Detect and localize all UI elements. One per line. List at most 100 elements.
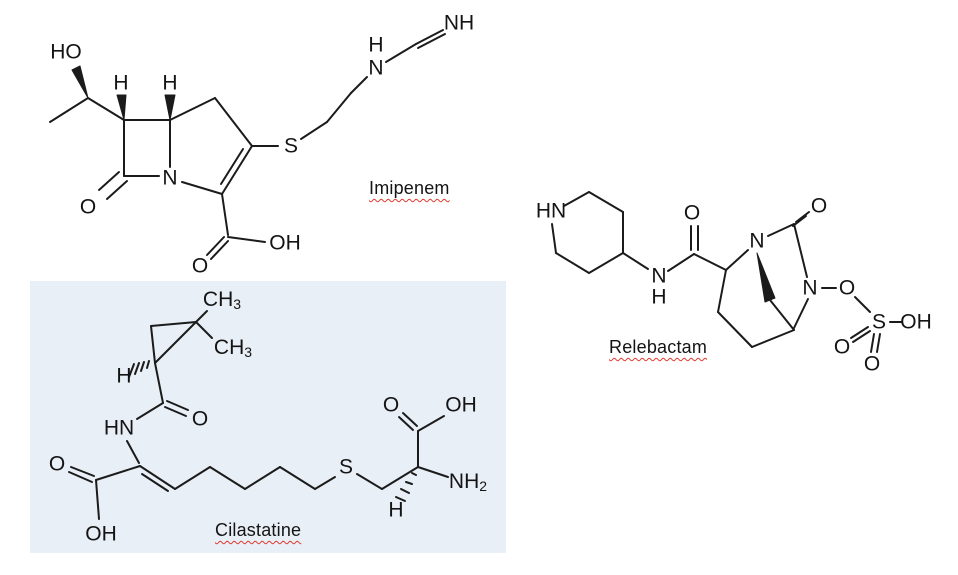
cilastatine-bonds bbox=[68, 310, 449, 520]
bond bbox=[221, 193, 229, 236]
cilastatine-label: Cilastatine bbox=[215, 520, 302, 540]
atom-label: O bbox=[192, 255, 208, 278]
bond bbox=[717, 269, 727, 313]
bond bbox=[220, 148, 244, 185]
bond bbox=[395, 496, 406, 502]
bond bbox=[402, 412, 418, 427]
bond bbox=[792, 215, 807, 227]
atom-label: HO bbox=[50, 41, 82, 64]
bond bbox=[195, 310, 208, 323]
bond bbox=[206, 236, 225, 256]
bond bbox=[244, 466, 281, 490]
bond bbox=[852, 330, 871, 343]
bond bbox=[87, 97, 125, 121]
atom-label: HN bbox=[536, 200, 566, 223]
bond bbox=[128, 363, 135, 378]
bond bbox=[70, 466, 95, 477]
bond bbox=[150, 325, 156, 364]
bond bbox=[795, 211, 810, 223]
bond bbox=[398, 416, 414, 431]
bond bbox=[876, 333, 881, 353]
relebactam-bonds bbox=[551, 191, 903, 353]
stereo-wedge-bond bbox=[164, 94, 176, 121]
stereo-hash-bond bbox=[128, 360, 150, 378]
atom-label: O bbox=[383, 394, 399, 417]
bond bbox=[667, 253, 695, 272]
bond bbox=[141, 473, 169, 492]
bond bbox=[405, 481, 413, 485]
bond bbox=[154, 321, 197, 364]
bond bbox=[767, 223, 795, 237]
atom-label: NH2 bbox=[449, 470, 487, 495]
bond bbox=[95, 479, 100, 520]
bond bbox=[221, 145, 253, 195]
bond bbox=[356, 473, 383, 490]
bond bbox=[415, 29, 444, 45]
bond bbox=[385, 43, 417, 63]
bond bbox=[555, 252, 590, 274]
stereo-wedge-bond bbox=[116, 94, 127, 121]
bond bbox=[210, 240, 229, 260]
imipenem-label: Imipenem bbox=[369, 178, 450, 198]
bond bbox=[326, 92, 352, 123]
bond bbox=[769, 299, 795, 331]
bond bbox=[95, 465, 141, 481]
bond bbox=[717, 311, 753, 348]
bond bbox=[146, 360, 150, 369]
bond bbox=[195, 321, 213, 339]
bond bbox=[417, 33, 446, 49]
bond bbox=[150, 321, 197, 327]
atom-label: H bbox=[113, 72, 128, 95]
bond bbox=[227, 236, 266, 243]
atom-label: HN bbox=[104, 417, 134, 440]
bond bbox=[136, 402, 164, 420]
bond bbox=[563, 191, 590, 207]
atom-label: N bbox=[368, 57, 383, 80]
bond bbox=[411, 472, 417, 476]
bond bbox=[209, 466, 246, 490]
bond bbox=[139, 465, 176, 490]
atom-label: H bbox=[162, 72, 177, 95]
atom-label: OH bbox=[900, 311, 932, 334]
bond bbox=[169, 97, 216, 121]
bond bbox=[725, 249, 749, 271]
bond bbox=[174, 466, 211, 490]
bond bbox=[106, 180, 128, 200]
cilastatine-highlight-box bbox=[30, 281, 506, 553]
bond bbox=[417, 415, 445, 432]
atom-label: N bbox=[651, 265, 666, 288]
bond bbox=[751, 329, 795, 348]
bond bbox=[300, 121, 328, 140]
bond bbox=[693, 253, 727, 271]
bond bbox=[400, 488, 410, 494]
bond bbox=[588, 191, 624, 213]
atom-label: O bbox=[864, 353, 880, 376]
atom-label: S bbox=[339, 456, 353, 479]
atom-label: H bbox=[116, 365, 131, 388]
bond bbox=[793, 298, 809, 329]
relebactam-label: Relebactam bbox=[609, 337, 708, 357]
bond bbox=[381, 466, 419, 490]
bond bbox=[140, 361, 145, 372]
bond bbox=[181, 181, 223, 195]
atom-label: O bbox=[192, 408, 208, 431]
atom-label: O bbox=[80, 196, 96, 219]
atom-label: O bbox=[834, 336, 850, 359]
bond bbox=[793, 223, 808, 278]
atom-label: H bbox=[651, 286, 666, 309]
bond bbox=[350, 76, 368, 94]
atom-label: OH bbox=[269, 232, 301, 255]
bond bbox=[850, 326, 869, 339]
bond bbox=[870, 333, 875, 353]
atom-label: S bbox=[872, 311, 886, 334]
imipenem-bonds bbox=[49, 29, 446, 260]
bond bbox=[314, 476, 336, 490]
bond bbox=[154, 362, 164, 404]
